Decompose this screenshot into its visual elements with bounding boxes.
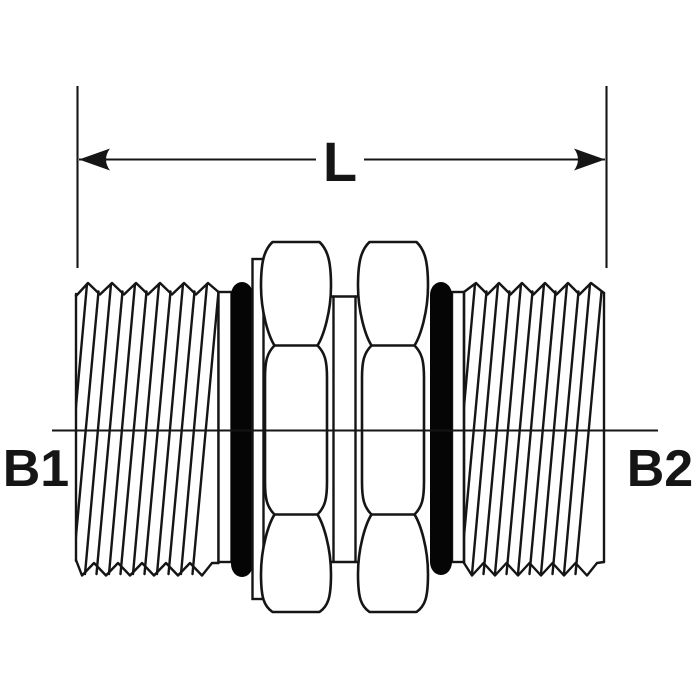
left-thread-top-crests: [74, 281, 220, 298]
backup-washer: [251, 257, 265, 601]
hex-face-column: [259, 240, 333, 614]
left-thread-bottom-crests: [74, 558, 220, 577]
left-arrowhead-icon: [79, 148, 110, 171]
right-male-thread: [462, 281, 606, 577]
label-b1: B1: [3, 440, 69, 498]
right-shoulder: [450, 290, 466, 564]
hex-corner-flat: [329, 295, 360, 564]
left-thread-hatch: [76, 282, 219, 576]
left-male-thread: [74, 281, 220, 577]
label-b2: B2: [627, 440, 693, 498]
length-label: L: [323, 130, 357, 193]
right-thread-top-crests: [462, 281, 606, 296]
hex-body: [259, 240, 430, 614]
right-arrowhead-icon: [574, 148, 605, 171]
hex-face-column: [356, 240, 430, 614]
right-oring: [430, 282, 452, 575]
length-dimension: L: [76, 86, 608, 268]
left-shoulder: [217, 290, 233, 564]
right-thread-hatch: [464, 282, 603, 576]
